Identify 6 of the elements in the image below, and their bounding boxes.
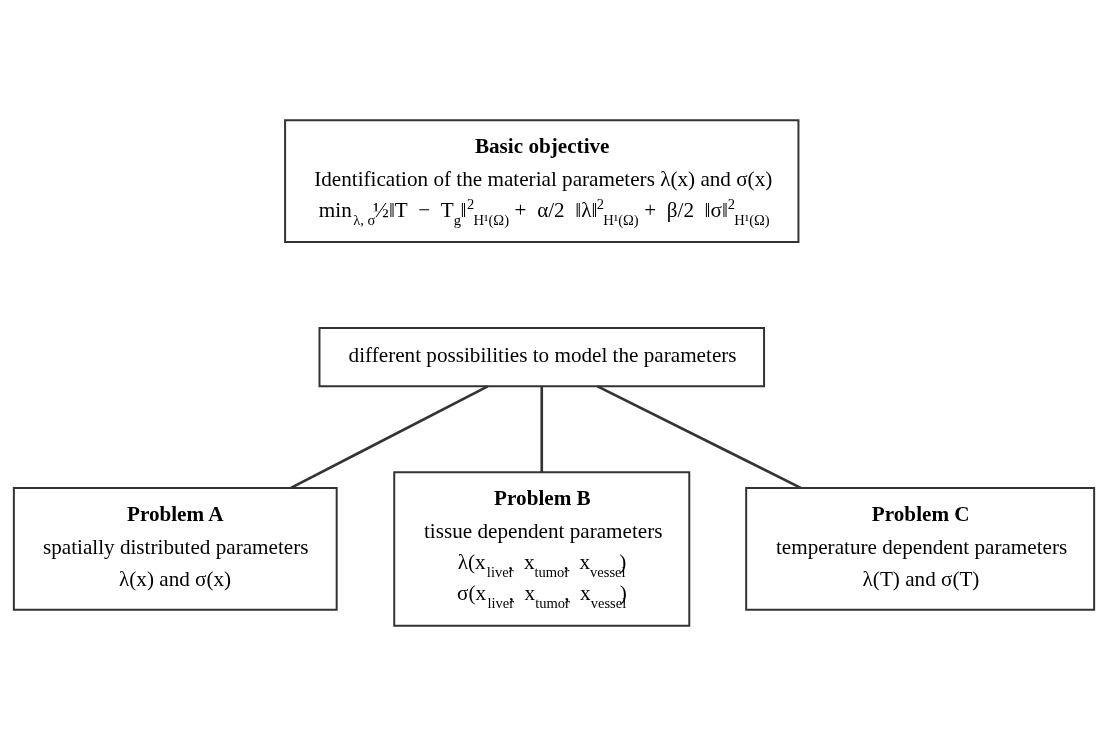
node-box: Problem C temperature dependent parameters λ(T) and σ(T): [745, 486, 1096, 611]
connector: [290, 384, 489, 489]
node-box: Problem A spatially distributed parameters λ(x) and σ(x): [12, 486, 338, 611]
connector: [540, 385, 544, 472]
node-box: different possibilities to model the parameters: [318, 326, 766, 387]
connector: [597, 384, 802, 489]
